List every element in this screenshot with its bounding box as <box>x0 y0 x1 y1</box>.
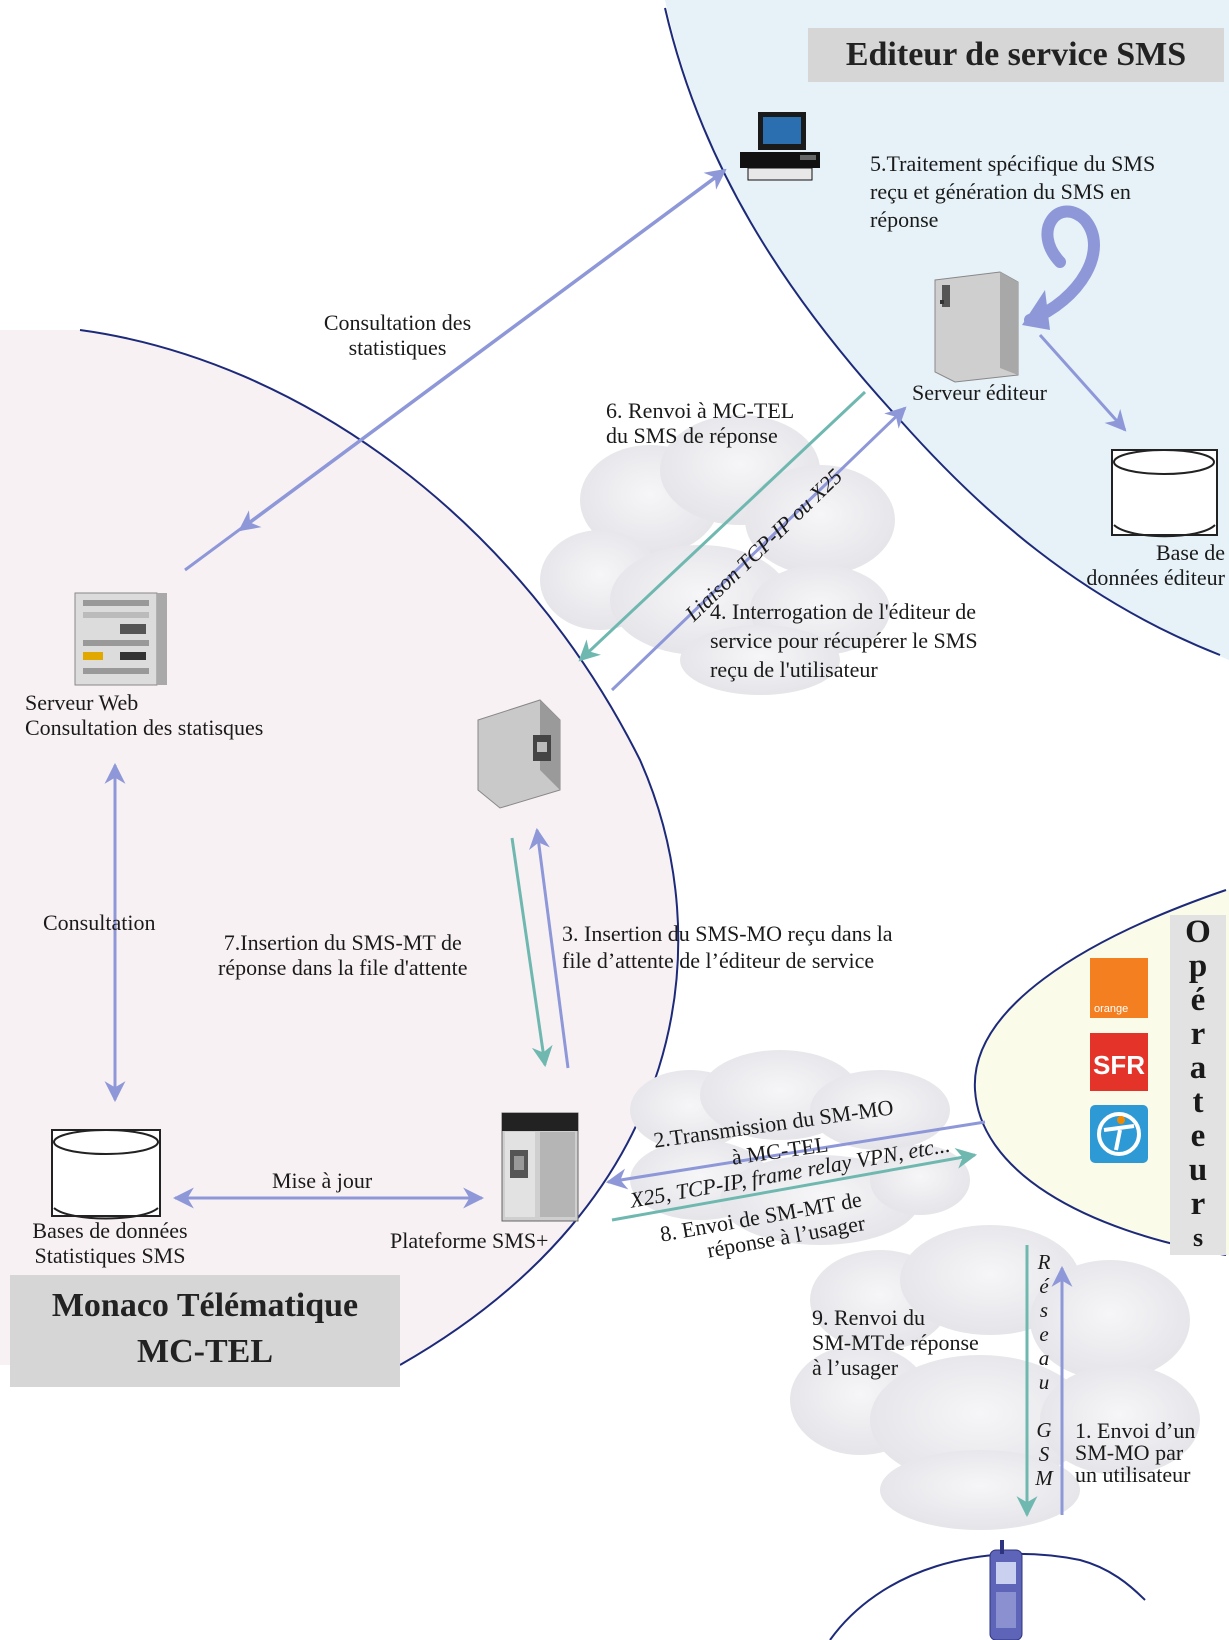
orange-logo: orange <box>1090 958 1148 1018</box>
cloud-liaison <box>540 415 895 695</box>
reseau-letter: a <box>1038 1346 1050 1370</box>
step9-label: 9. Renvoi du SM-MTde réponse à l’usager <box>812 1305 979 1380</box>
svg-text:SFR: SFR <box>1093 1050 1145 1080</box>
server-editeur-icon <box>934 271 1019 383</box>
serveur-editeur-label: Serveur éditeur <box>912 380 1047 405</box>
arrow-step8 <box>611 1147 978 1222</box>
sfr-logo: SFR <box>1090 1033 1148 1091</box>
reseau-letter: s <box>1039 1298 1049 1322</box>
arrow-stats-down <box>238 176 716 532</box>
operators-letter: O <box>1185 914 1211 950</box>
operators-letter: s <box>1192 1223 1204 1252</box>
step5-label: 5.Traitement spécifique du SMS reçu et g… <box>870 151 1156 232</box>
serveur-web-label: Serveur Web Consultation des statisques <box>25 690 264 740</box>
operators-letter: e <box>1190 1118 1206 1154</box>
step3-label: 3. Insertion du SMS-MO reçu dans la file… <box>562 921 893 973</box>
consultation-stats-label: Consultation des statistiques <box>323 310 472 360</box>
mctel-zone <box>0 330 679 1365</box>
reseau-letter: R <box>1037 1250 1051 1274</box>
operators-letter: r <box>1190 1186 1206 1222</box>
operators-title: O p é r a t e u r s <box>1170 915 1226 1255</box>
gsm-letter: S <box>1038 1442 1050 1466</box>
arrow-step2 <box>605 1120 986 1190</box>
bases-stats-label: Bases de données Statistiques SMS <box>32 1218 188 1268</box>
operators-letter: p <box>1188 948 1208 984</box>
arrow-step5-curl <box>1024 205 1100 326</box>
base-editeur-label: Base de données éditeur <box>1086 540 1225 590</box>
mctel-title: Monaco Télématique MC-TEL <box>10 1275 400 1387</box>
plateforme-label: Plateforme SMS+ <box>390 1228 549 1253</box>
consultation-label: Consultation <box>43 910 156 935</box>
cloud-gsm <box>790 1225 1200 1530</box>
mctel-boundary <box>79 329 680 1366</box>
step7-label: 7.Insertion du SMS-MT de réponse dans la… <box>218 930 468 980</box>
cloud-x25 <box>630 1050 970 1245</box>
editeur-title: Editeur de service SMS <box>808 28 1224 82</box>
reseau-letter: e <box>1039 1322 1049 1346</box>
reseau-gsm-label: R é s e a u G S M <box>1033 1250 1055 1490</box>
reseau-letter: u <box>1038 1370 1050 1394</box>
gsm-letter: M <box>1035 1466 1053 1490</box>
operators-letter: a <box>1189 1050 1207 1086</box>
arrow-step7 <box>510 837 553 1068</box>
platform-server-icon <box>501 1112 579 1222</box>
operators-boundary <box>973 889 1227 1256</box>
operators-letter: r <box>1190 1016 1206 1052</box>
operators-letter: u <box>1188 1152 1208 1188</box>
web-server-icon <box>74 592 167 686</box>
step1-label: 1. Envoi d’un SM-MO par un utilisateur <box>1075 1418 1196 1487</box>
database-editeur-icon <box>1111 449 1218 538</box>
computer-icon <box>740 112 820 181</box>
reseau-letter: é <box>1039 1274 1049 1298</box>
arrow-step4 <box>610 406 907 692</box>
database-stats-icon <box>51 1129 161 1220</box>
mctel-title-line2: MC-TEL <box>137 1333 273 1370</box>
bouygues-logo <box>1090 1105 1148 1163</box>
arrow-step3 <box>529 827 570 1069</box>
phone-arc <box>829 1552 1146 1640</box>
mise-a-jour-label: Mise à jour <box>272 1168 373 1193</box>
arrow-to-base <box>1038 333 1127 432</box>
svg-text:orange: orange <box>1094 1003 1128 1015</box>
gsm-letter: G <box>1036 1418 1052 1442</box>
step4-label: 4. Interrogation de l'éditeur de service… <box>710 599 978 682</box>
step6-label: 6. Renvoi à MC-TEL du SMS de réponse <box>606 398 795 448</box>
mobile-phone-icon <box>989 1540 1023 1640</box>
arrow-step6 <box>578 390 867 662</box>
operators-letter: t <box>1192 1084 1204 1120</box>
router-icon <box>477 699 561 809</box>
operators-letter: é <box>1190 982 1206 1018</box>
mctel-title-line1: Monaco Télématique <box>51 1287 359 1324</box>
